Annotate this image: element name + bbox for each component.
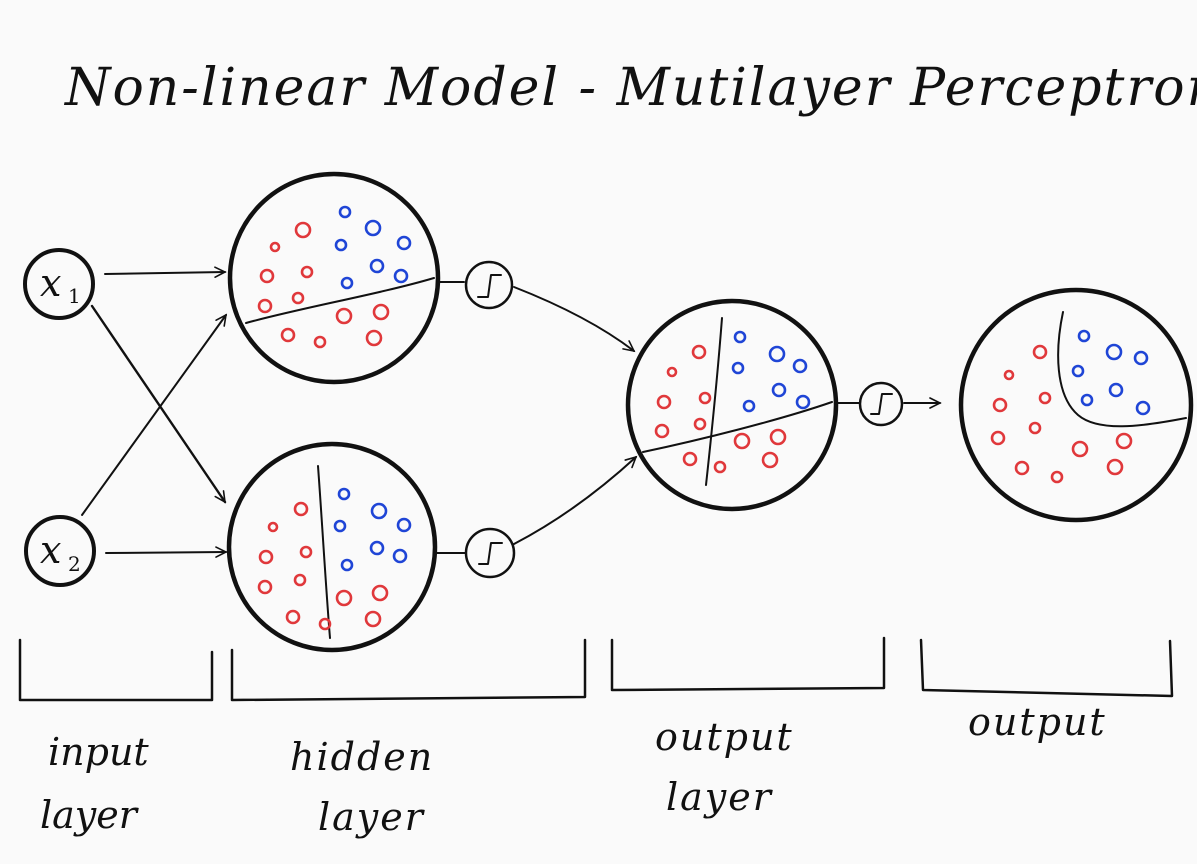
sigmoid-step-icon — [478, 542, 503, 565]
arrow-x2-hidden2 — [105, 546, 228, 558]
blue-points — [1071, 329, 1151, 416]
label-hidden-line1: hidden — [290, 735, 434, 779]
decision-boundary — [317, 465, 331, 639]
input-x1-label: x — [40, 261, 61, 305]
hidden-output-connections — [513, 286, 638, 545]
activation-node-output — [835, 381, 942, 427]
bracket-output — [919, 638, 1174, 698]
red-points — [257, 501, 389, 631]
bracket-hidden — [230, 638, 587, 702]
decision-boundary — [245, 277, 435, 324]
input-node-x1: x 1 — [23, 248, 95, 320]
activation-node-2 — [436, 527, 516, 579]
input-hidden-connections — [81, 266, 228, 558]
input-x2-label: x — [40, 528, 61, 572]
arrow-x1-hidden1 — [104, 266, 227, 278]
arrow-x1-hidden2 — [90, 304, 227, 504]
input-x2-subscript: 2 — [68, 552, 81, 576]
output-layer-neuron — [625, 298, 839, 512]
blue-points — [333, 487, 412, 572]
label-input-line2: layer — [40, 793, 140, 837]
input-node-x2: x 2 — [24, 515, 96, 587]
hidden-neuron-1 — [227, 171, 441, 385]
red-points — [654, 344, 787, 474]
final-output — [958, 287, 1194, 523]
decision-boundary-vertical — [705, 317, 723, 486]
label-output: output — [968, 700, 1107, 744]
input-x1-subscript: 1 — [68, 284, 81, 308]
blue-points — [731, 330, 811, 413]
bracket-output-layer — [610, 636, 886, 692]
red-points — [990, 344, 1133, 484]
label-output-layer-line2: layer — [666, 775, 774, 819]
decision-boundary-diagonal — [642, 401, 833, 453]
arrow-act2-output — [513, 455, 638, 545]
red-points — [257, 221, 390, 349]
label-input-line1: input — [48, 730, 149, 774]
bracket-input — [18, 638, 214, 702]
hidden-neuron-2 — [226, 441, 438, 653]
arrow-act1-output — [513, 286, 636, 353]
arrow-x2-hidden1 — [81, 313, 228, 516]
activation-node-1 — [436, 260, 514, 310]
label-output-layer-line1: output — [655, 715, 794, 759]
section-brackets — [18, 636, 1174, 702]
sigmoid-step-icon — [870, 393, 893, 415]
blue-points — [334, 205, 412, 290]
curved-decision-boundary — [1057, 311, 1187, 428]
label-hidden-line2: layer — [318, 795, 426, 839]
page-title: Non-linear Model - Mutilayer Perceptron — [63, 58, 1197, 118]
sigmoid-step-icon — [477, 274, 502, 298]
